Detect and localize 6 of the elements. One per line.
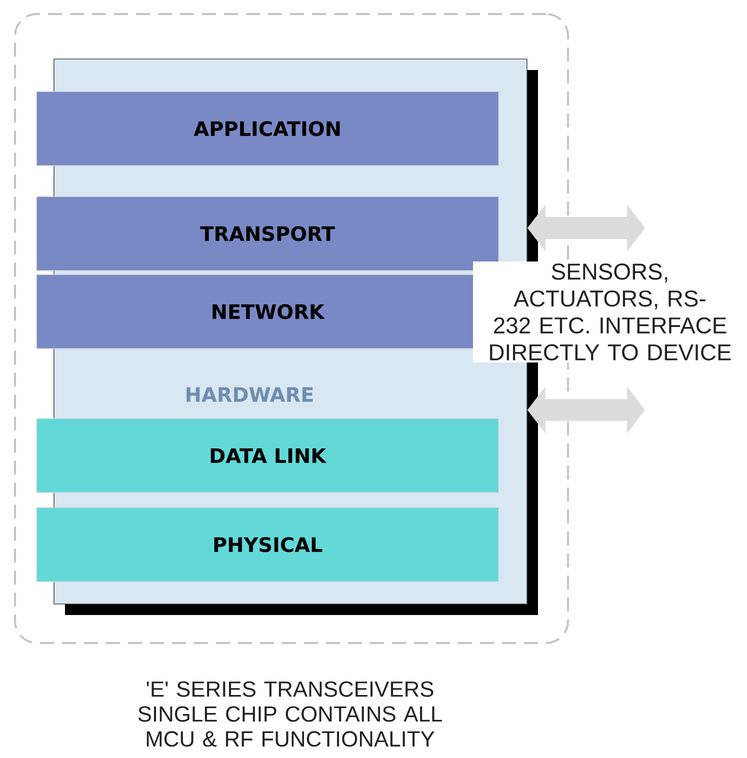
layer-band: PHYSICAL [36,507,499,582]
interface-note: SENSORS, ACTUATORS, RS-232 ETC. INTERFACE DIRECTLY TO DEVICE [473,262,747,362]
layer-band: TRANSPORT [36,196,499,271]
caption: 'E' SERIES TRANSCEIVERS SINGLE CHIP CONTAINS ALL MCU & RF FUNCTIONALITY [138,681,442,747]
layer-band: DATA LINK [36,418,499,493]
layer-band: APPLICATION [36,91,499,166]
